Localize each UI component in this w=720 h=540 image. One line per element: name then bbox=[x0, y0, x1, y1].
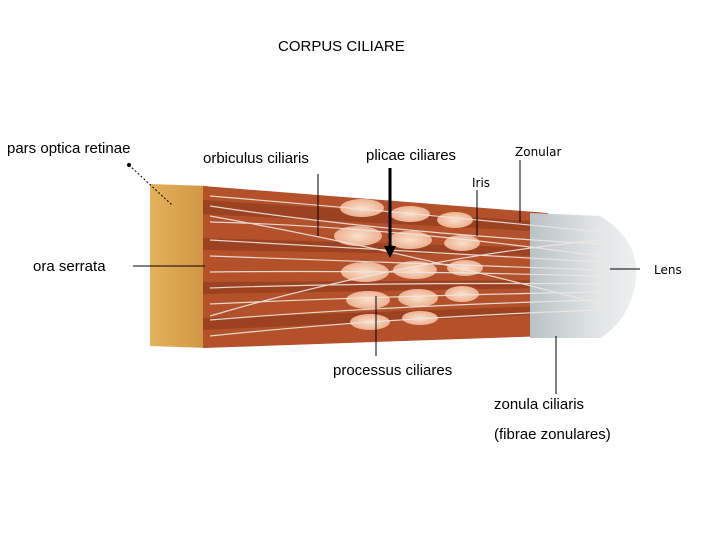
diagram-title: CORPUS CILIARE bbox=[278, 38, 405, 55]
label-processus-ciliares: processus ciliares bbox=[333, 362, 453, 379]
pointer-lines bbox=[128, 160, 640, 394]
plicae-arrow-head bbox=[384, 246, 396, 258]
label-lens: Lens bbox=[654, 263, 682, 277]
label-fibrae-zonulares: (fibrae zonulares) bbox=[494, 426, 611, 443]
label-ora-serrata: ora serrata bbox=[33, 258, 106, 275]
label-iris: Iris bbox=[472, 176, 491, 190]
label-pars-optica-retinae: pars optica retinae bbox=[7, 140, 131, 157]
label-orbiculus-ciliaris: orbiculus ciliaris bbox=[203, 150, 309, 167]
label-plicae-ciliares: plicae ciliares bbox=[366, 147, 457, 164]
label-zonula-ciliaris: zonula ciliaris bbox=[494, 396, 585, 413]
label-zonular: Zonular bbox=[515, 145, 562, 159]
retina-pointer-dot bbox=[127, 163, 131, 167]
